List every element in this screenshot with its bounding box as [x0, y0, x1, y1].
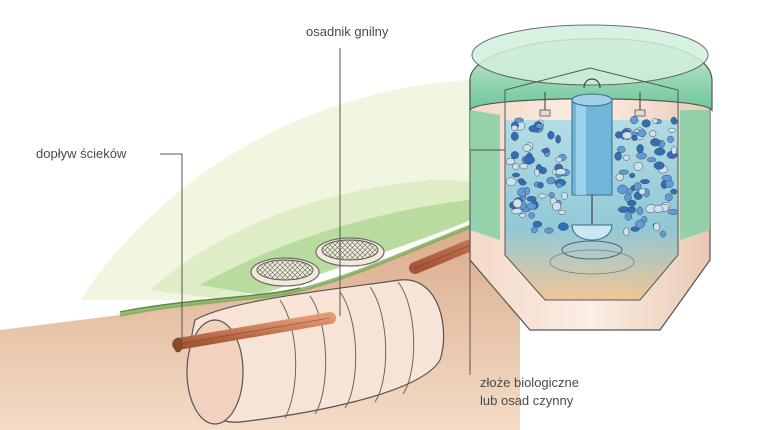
label-biofilter-line1: złoże biologiczne	[480, 375, 580, 390]
media-stone	[505, 177, 517, 187]
inflow-pipe	[172, 312, 336, 353]
media-stone	[561, 191, 568, 200]
media-stone	[548, 192, 555, 198]
media-stone	[511, 208, 523, 215]
support-hooks	[539, 92, 646, 117]
media-stone	[524, 186, 530, 195]
label-biofilter-line2: lub osad czynny	[480, 393, 574, 408]
media-stone	[667, 127, 676, 133]
media-stone	[538, 193, 547, 199]
media-stone	[630, 115, 639, 125]
media-stone	[623, 154, 630, 161]
media-stone	[636, 152, 647, 160]
media-stone	[510, 131, 519, 141]
media-stone	[659, 230, 666, 238]
biological-media	[505, 115, 679, 238]
label-septic-tank: osadnik gnilny	[306, 24, 389, 39]
media-stone	[555, 156, 563, 163]
media-stone	[629, 172, 636, 179]
media-stone	[621, 131, 633, 140]
media-stone	[623, 227, 630, 237]
media-stone	[667, 135, 674, 143]
media-stone	[541, 148, 550, 154]
media-stone	[670, 116, 677, 125]
media-stone	[544, 227, 554, 234]
media-stone	[556, 182, 563, 189]
media-stone	[526, 195, 537, 202]
media-stone	[557, 222, 569, 231]
leader-lines	[160, 48, 505, 375]
media-stone	[650, 138, 661, 147]
media-stone	[618, 169, 629, 175]
media-stone	[653, 222, 660, 232]
media-stone	[640, 179, 650, 185]
media-stone	[652, 118, 659, 124]
media-stone	[519, 163, 529, 170]
media-stone	[616, 145, 626, 154]
media-stone	[531, 226, 538, 234]
media-stone	[519, 213, 526, 218]
media-stone	[617, 184, 628, 194]
media-stone	[512, 198, 522, 208]
label-sewage-inflow: dopływ ścieków	[36, 146, 127, 161]
media-stone	[517, 178, 525, 184]
media-stone	[535, 123, 544, 129]
media-stone	[635, 219, 645, 229]
media-stone	[615, 173, 624, 181]
media-stone	[636, 206, 644, 216]
media-stone	[526, 202, 537, 210]
media-stone	[555, 168, 567, 176]
media-stone	[649, 130, 657, 138]
media-stone	[514, 117, 524, 123]
leader-sewage-inflow	[160, 153, 183, 342]
media-stone	[618, 206, 630, 213]
media-stone	[512, 163, 520, 170]
media-stone	[633, 182, 642, 192]
media-stone	[637, 129, 647, 138]
media-stone	[510, 151, 519, 160]
media-stone	[512, 172, 520, 178]
media-stone	[624, 212, 633, 221]
media-stone	[664, 193, 673, 202]
media-stone	[528, 212, 535, 219]
manhole-cover-right	[315, 237, 385, 267]
media-stone	[638, 188, 646, 195]
media-stone	[636, 144, 644, 154]
media-stone	[523, 155, 535, 165]
media-stone	[641, 119, 651, 128]
leader-biofilter	[469, 149, 505, 375]
media-stone	[630, 226, 640, 232]
media-stone	[555, 134, 561, 144]
media-stone	[532, 220, 543, 228]
manhole-cover-left	[250, 257, 320, 287]
media-stone	[537, 181, 544, 189]
media-stone	[653, 161, 665, 170]
media-stone	[654, 147, 666, 156]
media-stone	[667, 209, 679, 215]
media-stone	[614, 151, 622, 161]
media-stone	[547, 131, 555, 140]
media-stone	[558, 209, 566, 215]
media-stone	[631, 134, 638, 141]
media-stone	[671, 146, 678, 155]
media-stone	[534, 168, 540, 177]
media-stone	[522, 144, 532, 152]
media-stone	[626, 188, 633, 195]
media-stone	[505, 158, 515, 165]
media-stone	[670, 188, 678, 195]
media-stone	[653, 204, 664, 213]
media-stone	[552, 201, 562, 211]
media-stone	[624, 193, 632, 202]
media-stone	[661, 174, 672, 182]
media-stone	[646, 157, 657, 163]
central-column	[549, 78, 635, 275]
media-stone	[511, 124, 518, 131]
media-stone	[627, 199, 637, 207]
media-stone	[546, 176, 556, 185]
media-stone	[633, 161, 644, 171]
